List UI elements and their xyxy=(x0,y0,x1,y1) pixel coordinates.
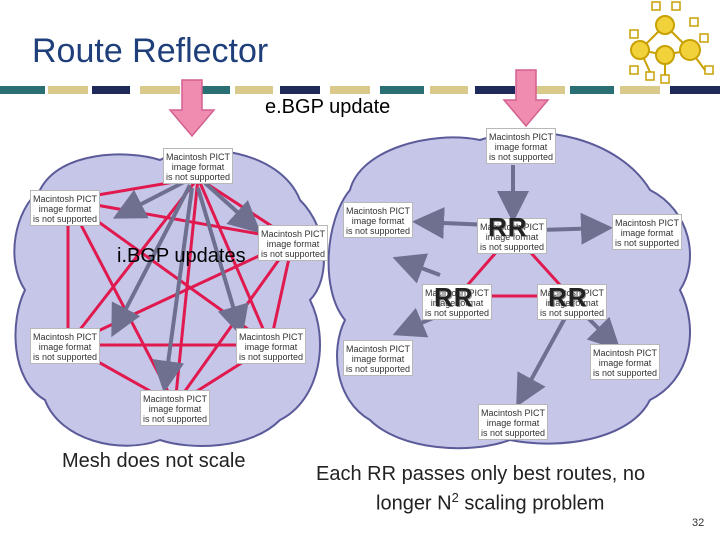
page-number: 32 xyxy=(692,517,705,529)
placeholder-text-line1: Macintosh PICT xyxy=(480,408,546,418)
ibgp-arrows xyxy=(111,178,261,393)
placeholder-text-line3: is not supported xyxy=(614,238,680,248)
right-caption-superscript: 2 xyxy=(451,490,459,505)
route-reflector-label-top: RR xyxy=(488,212,528,242)
placeholder-text-line1: Macintosh PICT xyxy=(32,194,98,204)
placeholder-text-line3: is not supported xyxy=(238,352,304,362)
stripe-segment xyxy=(235,86,273,94)
placeholder-text-line2: image format xyxy=(430,298,484,308)
placeholder-text-line2: image format xyxy=(148,404,202,414)
placeholder-text-line3: is not supported xyxy=(32,214,98,224)
stripe-segment xyxy=(475,86,515,94)
placeholder-text-line2: image format xyxy=(598,358,652,368)
stripe-segment xyxy=(280,86,320,94)
right-caption-line1: Each RR passes only best routes, no xyxy=(316,463,646,485)
stripe-segment xyxy=(430,86,468,94)
placeholder-text-line2: image format xyxy=(38,342,92,352)
placeholder-text-line2: image format xyxy=(244,342,298,352)
placeholder-text-line1: Macintosh PICT xyxy=(479,222,545,232)
placeholder-text-line1: Macintosh PICT xyxy=(488,132,554,142)
placeholder-text-line1: Macintosh PICT xyxy=(345,344,411,354)
slide-title: Route Reflector xyxy=(32,32,269,70)
placeholder-text-line1: Macintosh PICT xyxy=(165,152,231,162)
placeholder-text-line3: is not supported xyxy=(32,352,98,362)
placeholder-text-line3: is not supported xyxy=(539,308,605,318)
placeholder-text-line2: image format xyxy=(171,162,225,172)
placeholder-text-line1: Macintosh PICT xyxy=(424,288,490,298)
route-reflector-label-right: RR xyxy=(548,282,588,312)
ebgp-update-arrows xyxy=(168,69,550,138)
placeholder-text-line3: is not supported xyxy=(260,249,326,259)
right-caption-line2-post: scaling problem xyxy=(458,492,605,515)
placeholder-text-line2: image format xyxy=(486,418,540,428)
placeholder-text-line2: image format xyxy=(620,228,674,238)
placeholder-text-line2: image format xyxy=(351,354,405,364)
placeholder-text-line1: Macintosh PICT xyxy=(32,332,98,342)
placeholder-text-line2: image format xyxy=(545,298,599,308)
left-caption: Mesh does not scale xyxy=(62,450,246,472)
placeholder-text-line2: image format xyxy=(38,204,92,214)
placeholder-text-line3: is not supported xyxy=(345,364,411,374)
right-caption-line2: longer N2 scaling problem xyxy=(376,490,604,516)
stripe-segment xyxy=(185,86,230,94)
placeholder-text-line2: image format xyxy=(351,216,405,226)
stripe-segment xyxy=(92,86,130,94)
placeholder-text-line1: Macintosh PICT xyxy=(142,394,208,404)
placeholder-text-line3: is not supported xyxy=(142,414,208,424)
route-reflector-label-left: RR xyxy=(434,282,474,312)
title-divider-stripe xyxy=(0,86,720,94)
stripe-segment xyxy=(0,86,45,94)
stripe-segment xyxy=(525,86,565,94)
placeholder-text-line2: image format xyxy=(266,239,320,249)
stripe-segment xyxy=(620,86,660,94)
right-caption-line2-pre: longer N xyxy=(376,492,452,515)
ebgp-update-label: e.BGP update xyxy=(265,96,391,118)
placeholder-text-line1: Macintosh PICT xyxy=(238,332,304,342)
stripe-segment xyxy=(48,86,88,94)
placeholder-text-line3: is not supported xyxy=(592,368,658,378)
stripe-segment xyxy=(140,86,180,94)
placeholder-text-line1: Macintosh PICT xyxy=(260,229,326,239)
placeholder-text-line3: is not supported xyxy=(488,152,554,162)
stripe-segment xyxy=(570,86,614,94)
placeholder-text-line2: image format xyxy=(494,142,548,152)
stripe-segment xyxy=(330,86,370,94)
placeholder-text-line3: is not supported xyxy=(165,172,231,182)
placeholder-text-line2: image format xyxy=(485,232,539,242)
placeholder-text-line1: Macintosh PICT xyxy=(614,218,680,228)
right-cloud xyxy=(327,131,691,450)
placeholder-text-line3: is not supported xyxy=(345,226,411,236)
placeholder-text-line3: is not supported xyxy=(479,242,545,252)
placeholder-text-line1: Macintosh PICT xyxy=(539,288,605,298)
stripe-segment xyxy=(670,86,720,94)
stripe-segment xyxy=(380,86,424,94)
placeholder-text-line1: Macintosh PICT xyxy=(345,206,411,216)
placeholder-text-line1: Macintosh PICT xyxy=(592,348,658,358)
placeholder-text-line3: is not supported xyxy=(424,308,490,318)
placeholder-text-line3: is not supported xyxy=(480,428,546,438)
ibgp-updates-label: i.BGP updates xyxy=(117,245,246,267)
